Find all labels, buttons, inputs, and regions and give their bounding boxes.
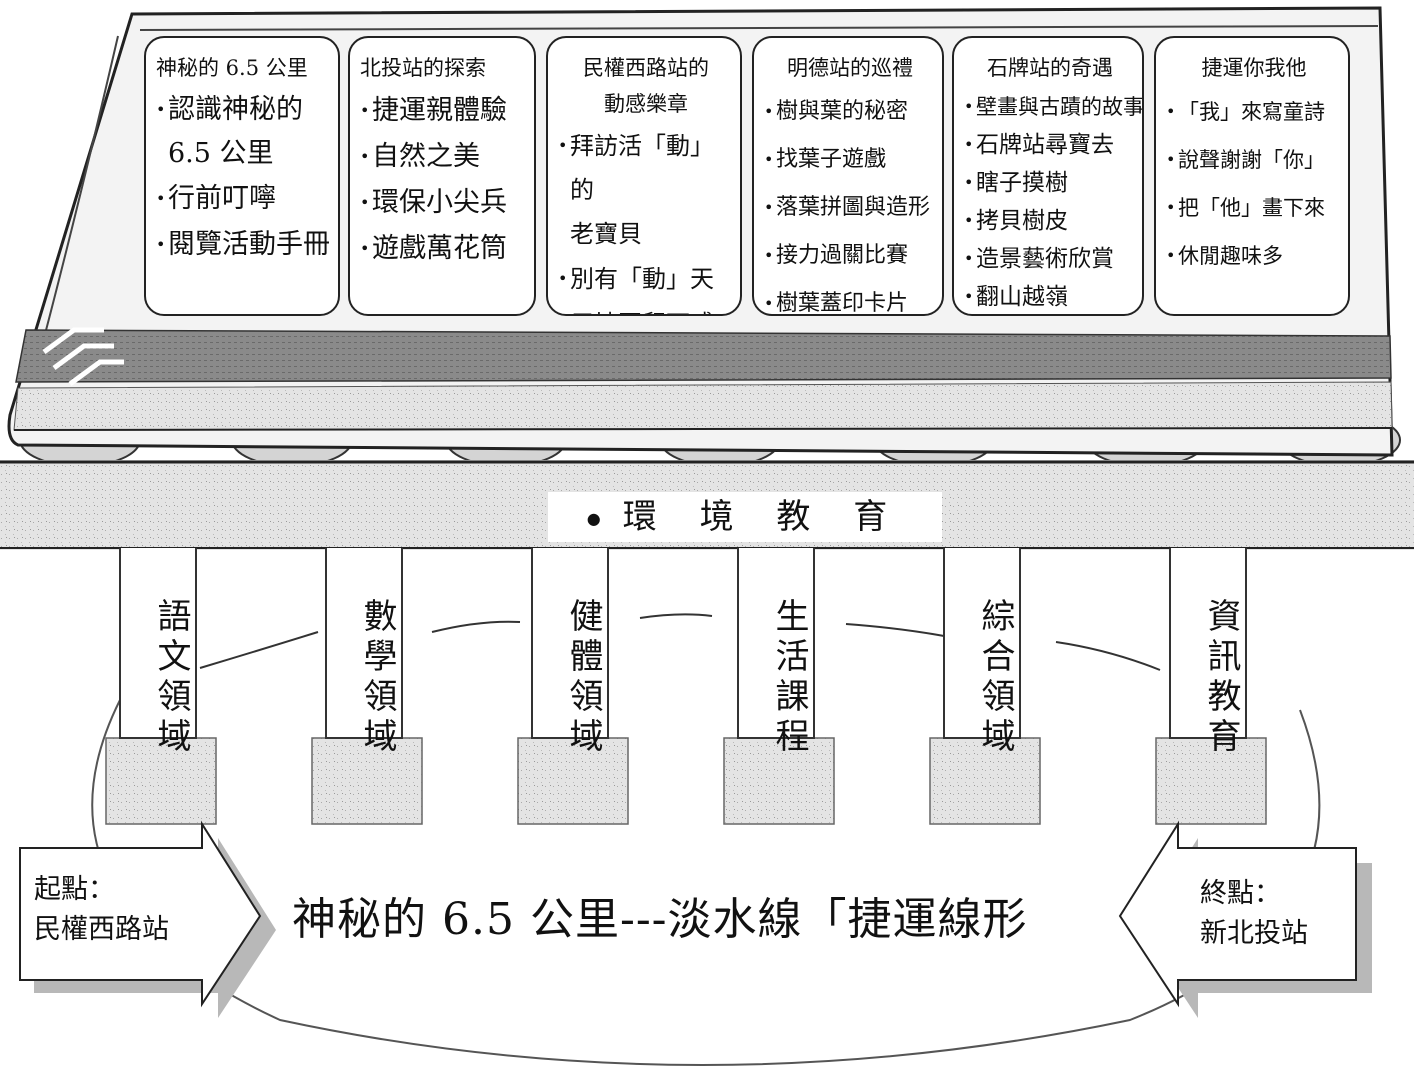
subject-pillar: 生活課程 bbox=[738, 548, 814, 798]
car-title: 捷運你我他 bbox=[1201, 56, 1307, 80]
subject-label: 語文領域 bbox=[151, 598, 191, 758]
end-point-label: 終點： 新北投站 bbox=[1200, 878, 1308, 949]
car-item: 閱覽活動手冊 bbox=[156, 222, 332, 268]
car-item: 說聲謝謝「你」 bbox=[1166, 136, 1342, 184]
start-arrow-icon bbox=[19, 820, 276, 1018]
subject-pillar: 健體領域 bbox=[532, 548, 608, 798]
subject-pillar: 語文領域 bbox=[120, 548, 196, 798]
car-title: 北投站的探索 bbox=[360, 56, 486, 80]
car-title: 神秘的 6.5 公里 bbox=[156, 56, 308, 80]
car-item: 環保小尖兵 bbox=[360, 180, 528, 226]
subject-label: 數學領域 bbox=[357, 598, 397, 758]
car-item: 翻山越嶺 bbox=[964, 278, 1136, 314]
pillar-outlines bbox=[119, 548, 1247, 739]
subject-label: 綜合領域 bbox=[975, 598, 1015, 758]
subject-pillar: 資訊教育 bbox=[1170, 548, 1246, 798]
car-item: 找葉子遊戲 bbox=[764, 136, 936, 184]
car-item: 拷貝樹皮 bbox=[964, 202, 1136, 240]
subject-label: 資訊教育 bbox=[1201, 598, 1241, 758]
train-car-6: 捷運你我他 「我」來寫童詩 說聲謝謝「你」 把「他」畫下來 休閒趣味多 bbox=[1154, 36, 1350, 316]
start-point-label: 起點： 民權西路站 bbox=[34, 874, 169, 945]
car-item: 行前叮嚀 bbox=[156, 176, 332, 222]
car-item: 「我」來寫童詩 bbox=[1166, 88, 1342, 136]
car-item: 接力過關比賽 bbox=[764, 232, 936, 280]
metro-logo-icon bbox=[42, 327, 124, 387]
car-title: 民權西路站的 動感樂章 bbox=[583, 56, 709, 116]
train-stripe bbox=[15, 329, 1392, 383]
car-item: 把「他」畫下來 bbox=[1166, 184, 1342, 232]
track-label: ● 環 境 教 育 bbox=[548, 492, 942, 542]
subject-pillar: 數學領域 bbox=[326, 548, 402, 798]
track-arc bbox=[91, 699, 1321, 1066]
car-item: 石牌站尋寶去 bbox=[964, 126, 1136, 164]
subject-label: 健體領域 bbox=[563, 598, 603, 758]
car-item: 壁畫與古蹟的故事 bbox=[964, 88, 1142, 126]
train-car-1: 神秘的 6.5 公里 認識神秘的 6.5 公里 行前叮嚀 閱覽活動手冊 bbox=[144, 36, 340, 316]
car-item: 樹與葉的秘密 bbox=[764, 88, 936, 136]
end-arrow-icon bbox=[1118, 820, 1372, 1018]
pillar-links bbox=[199, 613, 1161, 671]
car-item: 拜訪活「動」的 老寶貝 bbox=[558, 124, 734, 256]
car-item: 休閒趣味多 bbox=[1166, 232, 1342, 280]
track-label-text: 環 境 教 育 bbox=[622, 497, 904, 537]
car-title: 石牌站的奇遇 bbox=[987, 56, 1113, 80]
car-title: 明德站的巡禮 bbox=[787, 56, 913, 80]
car-item: 落葉拼圖與造形 bbox=[764, 184, 936, 232]
bullet-icon: ● bbox=[586, 509, 601, 528]
car-item: 遊戲萬花筒 bbox=[360, 226, 528, 272]
route-title: 神秘的 6.5 公里---淡水線「捷運線形 bbox=[292, 894, 1028, 945]
car-item: 認識神秘的 6.5 公里 bbox=[156, 88, 332, 176]
car-item: 瞎子摸樹 bbox=[964, 164, 1136, 202]
car-item: 捷運親體驗 bbox=[360, 88, 528, 134]
car-item: 別有「動」天 bbox=[558, 256, 734, 302]
train-car-5: 石牌站的奇遇 壁畫與古蹟的故事 石牌站尋寶去 瞎子摸樹 拷貝樹皮 造景藝術欣賞 … bbox=[952, 36, 1144, 316]
car-item: 樹葉蓋印卡片 bbox=[764, 280, 936, 314]
subject-label: 生活課程 bbox=[769, 598, 809, 758]
car-item: 造景藝術欣賞 bbox=[964, 240, 1136, 278]
train-car-3: 民權西路站的 動感樂章 拜訪活「動」的 老寶貝 別有「動」天 用地圖留下感 「動… bbox=[546, 36, 742, 316]
car-item: 自然之美 bbox=[360, 134, 528, 180]
car-item: 用地圖留下感 「動」 bbox=[558, 302, 734, 314]
pillar-bases bbox=[105, 737, 1267, 825]
train-car-4: 明德站的巡禮 樹與葉的秘密 找葉子遊戲 落葉拼圖與造形 接力過關比賽 樹葉蓋印卡… bbox=[752, 36, 944, 316]
subject-pillar: 綜合領域 bbox=[944, 548, 1020, 798]
train-car-2: 北投站的探索 捷運親體驗 自然之美 環保小尖兵 遊戲萬花筒 bbox=[348, 36, 536, 316]
